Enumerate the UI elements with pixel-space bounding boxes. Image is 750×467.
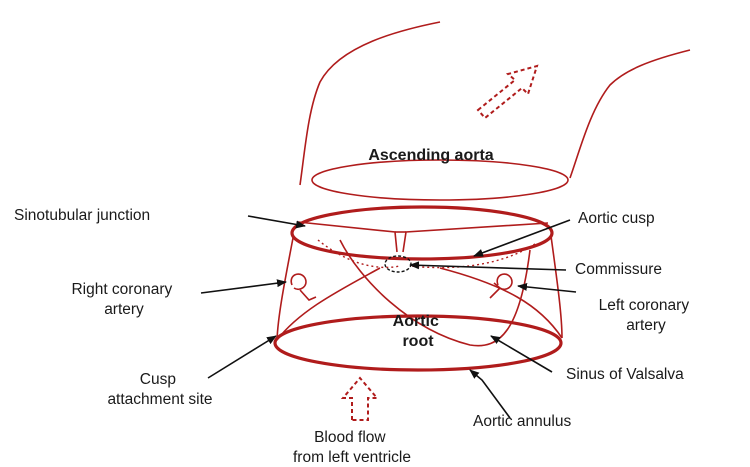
aortic-cusp-label: Aortic cusp xyxy=(578,210,655,227)
commissure-label: Commissure xyxy=(575,261,662,278)
sinotubular-junction-ring xyxy=(292,207,552,259)
cusp-attachment-site-label: Cusp attachment site xyxy=(107,371,212,408)
blood-flow-label: Blood flow from left ventricle xyxy=(293,429,411,466)
sinotubular-junction-label: Sinotubular junction xyxy=(14,207,150,224)
aortic-root-label: Aortic root xyxy=(393,313,444,350)
blood-flow-arrow-upper-icon xyxy=(478,66,537,118)
left-coronary-artery-label: Left coronary artery xyxy=(599,297,694,334)
blood-flow-arrow-lower-icon xyxy=(343,378,377,420)
right-coronary-ostium-icon xyxy=(291,274,316,300)
aortic-cusp-leaflets xyxy=(298,222,548,252)
ascending-aorta-label: Ascending aorta xyxy=(368,147,493,164)
right-coronary-artery-label: Right coronary artery xyxy=(71,281,176,318)
sinus-of-valsalva-label: Sinus of Valsalva xyxy=(566,366,684,383)
ascending-aorta-shape xyxy=(300,22,690,200)
aortic-annulus-label: Aortic annulus xyxy=(473,413,571,430)
aortic-root-right-wall xyxy=(551,236,562,338)
